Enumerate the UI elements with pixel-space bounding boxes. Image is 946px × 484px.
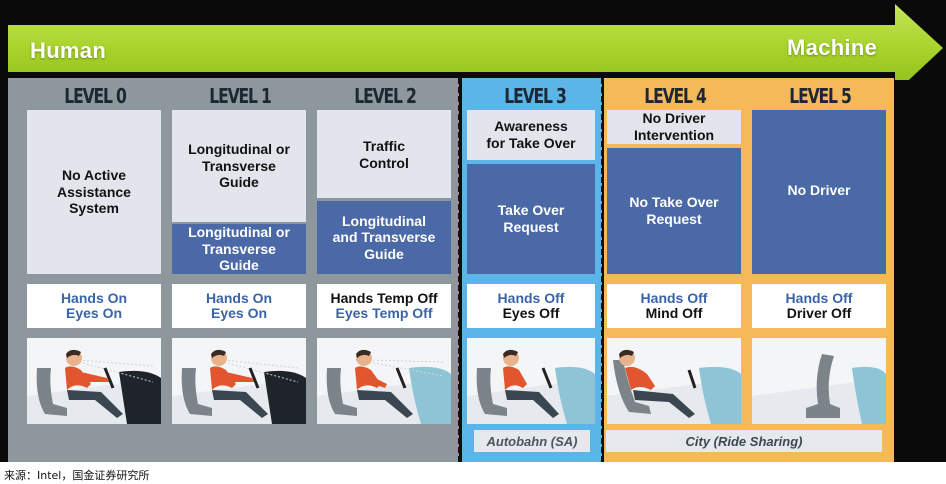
autonomy-levels-diagram: Human Machine LEVEL 0 LEVEL 1 LEVEL 2 LE… (0, 0, 946, 462)
eyes-status: Eyes On (65, 305, 123, 321)
source-caption: 来源：Intel，国金证券研究所 (4, 469, 150, 482)
level-1-hands-eyes: Hands On Eyes On (172, 284, 306, 328)
level-3-scene (467, 338, 595, 424)
driver-seated-icon (27, 338, 161, 424)
level-3-hands-eyes: Hands Off Eyes Off (467, 284, 595, 328)
level-4-scene (607, 338, 741, 424)
level-3-title: LEVEL 3 (504, 84, 567, 108)
driver-seated-icon (172, 338, 306, 424)
city-ride-sharing-label: City (Ride Sharing) (606, 430, 882, 452)
driver-seated-icon (317, 338, 451, 424)
level-2-hands-eyes: Hands Temp Off Eyes Temp Off (317, 284, 451, 328)
level-4-hands-mind: Hands Off Mind Off (607, 284, 741, 328)
human-label: Human (30, 38, 107, 63)
hands-status: Hands Off (497, 290, 565, 307)
level-5-hands-driver: Hands Off Driver Off (752, 284, 886, 328)
autobahn-label: Autobahn (SA) (474, 430, 590, 452)
level-5-system-box: No Driver (752, 110, 886, 274)
empty-seat-icon (752, 338, 886, 424)
level-1-scene (172, 338, 306, 424)
level-0-scene (27, 338, 161, 424)
zone-divider (601, 78, 604, 462)
hands-status: Hands Off (785, 290, 853, 307)
eyes-status: Eyes On (210, 305, 268, 321)
level-5-scene (752, 338, 886, 424)
hands-status: Hands Off (640, 290, 708, 307)
hands-status: Hands On (60, 290, 128, 307)
level-2-title: LEVEL 2 (354, 84, 417, 108)
level-1-title: LEVEL 1 (209, 84, 272, 108)
driver-seated-icon (467, 338, 595, 424)
eyes-status: Eyes Off (502, 305, 560, 321)
hands-status: Hands On (205, 290, 273, 307)
mind-status: Mind Off (645, 305, 703, 321)
level-0-title: LEVEL 0 (64, 84, 127, 108)
level-0-hands-eyes: Hands On Eyes On (27, 284, 161, 328)
eyes-status: Eyes Temp Off (335, 305, 433, 321)
machine-label: Machine (787, 35, 878, 60)
hands-status: Hands Temp Off (330, 290, 438, 307)
driver-reclined-icon (607, 338, 741, 424)
zone-divider (458, 78, 461, 462)
level-4-title: LEVEL 4 (644, 84, 707, 108)
level-2-scene (317, 338, 451, 424)
human-to-machine-arrow (8, 4, 943, 80)
driver-status: Driver Off (786, 305, 852, 321)
level-5-title: LEVEL 5 (789, 84, 852, 108)
